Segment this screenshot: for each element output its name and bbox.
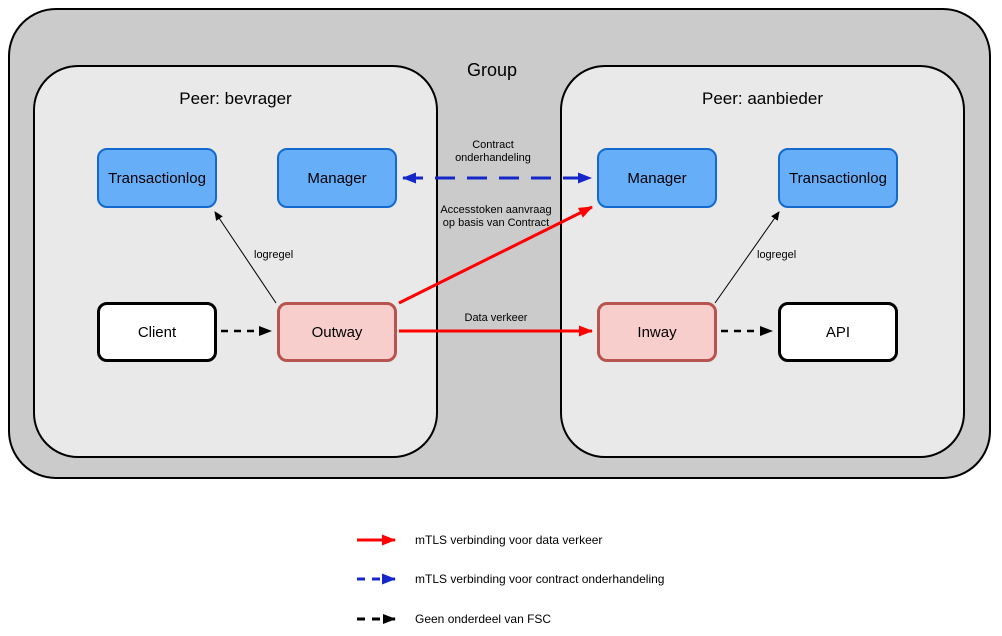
node-outway: Outway <box>277 302 397 362</box>
dashed-black-arrow-icon <box>357 614 396 624</box>
legend-item-label: mTLS verbinding voor data verkeer <box>415 533 603 547</box>
label-contract-line2: onderhandeling <box>455 152 531 164</box>
node-transactionlog-aanbieder: Transactionlog <box>778 148 898 208</box>
legend-item-data-verkeer: mTLS verbinding voor data verkeer <box>356 533 602 547</box>
peer-bevrager-container <box>33 65 438 458</box>
dashed-blue-arrow-icon <box>357 573 396 585</box>
legend-item-label: mTLS verbinding voor contract onderhande… <box>415 572 665 586</box>
group-title: Group <box>466 60 518 80</box>
node-api: API <box>778 302 898 362</box>
legend-item-label: Geen onderdeel van FSC <box>415 612 552 626</box>
node-transactionlog-bevrager: Transactionlog <box>97 148 217 208</box>
node-inway: Inway <box>597 302 717 362</box>
peer-bevrager-title: Peer: bevrager <box>179 89 292 108</box>
legend-item-contract-onderhandeling: mTLS verbinding voor contract onderhande… <box>356 572 664 586</box>
peer-aanbieder-title: Peer: aanbieder <box>702 89 823 108</box>
legend-item-geen-onderdeel: Geen onderdeel van FSC <box>356 612 551 626</box>
label-accesstoken-line1: Accesstoken aanvraag <box>440 204 552 216</box>
label-contract-onderhandeling: Contract onderhandeling <box>433 139 553 165</box>
label-accesstoken-aanvraag: Accesstoken aanvraag op basis van Contra… <box>436 204 556 230</box>
label-accesstoken-line2: op basis van Contract <box>442 217 550 229</box>
label-logregel-bevrager: logregel <box>254 249 294 261</box>
label-contract-line1: Contract <box>472 139 514 151</box>
solid-red-arrow-icon <box>357 534 396 546</box>
label-data-verkeer: Data verkeer <box>464 312 528 324</box>
label-logregel-aanbieder: logregel <box>757 249 797 261</box>
node-manager-aanbieder: Manager <box>597 148 717 208</box>
node-client: Client <box>97 302 217 362</box>
node-manager-bevrager: Manager <box>277 148 397 208</box>
